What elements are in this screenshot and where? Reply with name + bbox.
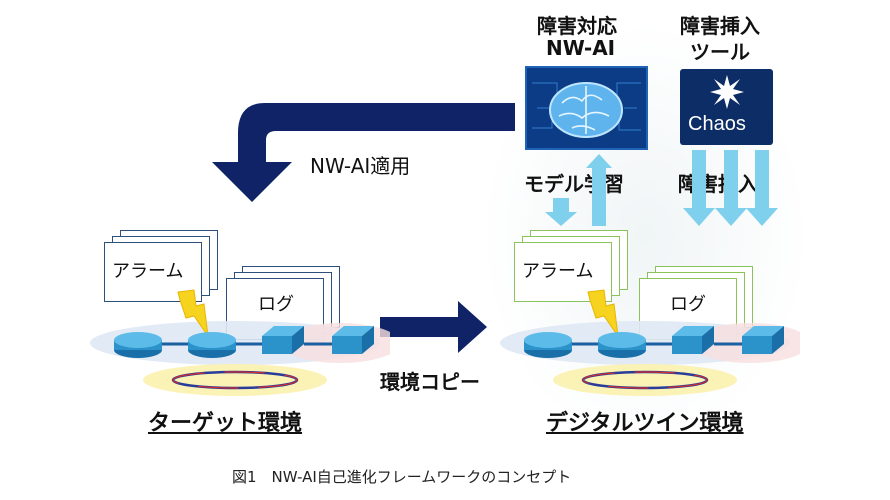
- target-log-label: ログ: [258, 294, 294, 315]
- twin-network: [500, 289, 800, 396]
- twin-alarm-label: アラーム: [522, 261, 594, 282]
- model-learning-label: モデル学習: [524, 172, 624, 196]
- target-alarm-label: アラーム: [112, 261, 184, 282]
- target-network: [90, 289, 390, 396]
- tool-title-line1: 障害挿入: [680, 14, 760, 38]
- burst-icon: [710, 75, 744, 109]
- twin-log-label: ログ: [670, 294, 706, 315]
- target-env-title: ターゲット環境: [148, 411, 303, 436]
- fault-insert-arrows: [683, 150, 778, 226]
- env-copy-label: 環境コピー: [380, 370, 480, 394]
- tool-title-line2: ツール: [690, 40, 750, 64]
- apply-label: NW-AI適用: [310, 154, 411, 178]
- nwai-title-line2: NW-AI: [546, 36, 616, 60]
- nwai-title-line1: 障害対応: [537, 14, 617, 38]
- figure-caption: 図1 NW-AI自己進化フレームワークのコンセプト: [232, 468, 572, 486]
- ai-brain-icon: [525, 66, 648, 150]
- model-learning-arrows: [545, 154, 612, 226]
- chaos-logo-text: Chaos: [688, 113, 746, 135]
- twin-env-title: デジタルツイン環境: [546, 411, 744, 436]
- fault-insert-label: 障害挿入: [678, 172, 758, 196]
- chaos-tool-logo: Chaos: [680, 69, 773, 145]
